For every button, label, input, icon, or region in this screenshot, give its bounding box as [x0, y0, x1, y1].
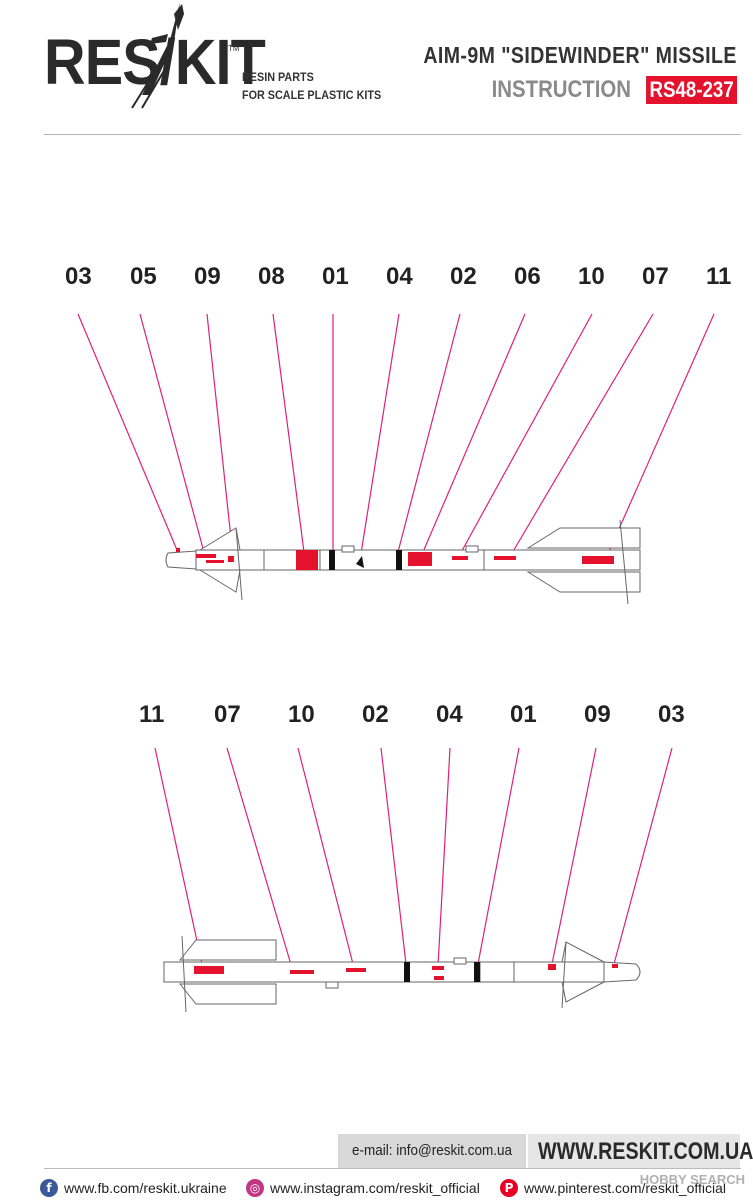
instagram-link[interactable]: ◎ www.instagram.com/reskit_official: [246, 1178, 480, 1198]
bottom-leader-lines: [154, 747, 673, 969]
top-callout-label: 05: [130, 263, 157, 290]
top-callout-label: 03: [65, 263, 92, 290]
top-leader-line: [206, 313, 233, 549]
instruction-label: INSTRUCTION: [491, 76, 631, 103]
bottom-leader-line: [297, 747, 355, 969]
top-leader-line: [507, 313, 654, 561]
footer-divider: [44, 1168, 741, 1169]
bottom-callout-label: 09: [584, 701, 611, 728]
bottom-leader-line: [226, 747, 293, 969]
header-divider: [44, 134, 741, 135]
top-callout-label: 07: [642, 263, 669, 290]
instagram-icon: ◎: [246, 1179, 264, 1197]
top-leader-line: [139, 313, 206, 557]
top-callout-label: 10: [578, 263, 605, 290]
bottom-missile-drawing: [163, 935, 641, 1013]
page-header: RES/KIT TM RESIN PARTS FOR SCALE PLASTIC…: [0, 0, 753, 136]
top-leader-line: [397, 313, 461, 553]
pinterest-link[interactable]: P www.pinterest.com/reskit_official: [500, 1178, 726, 1198]
black-band: [396, 550, 402, 570]
bottom-leader-line: [437, 747, 451, 967]
black-band: [329, 550, 335, 570]
bottom-callout-label: 02: [362, 701, 389, 728]
top-callout-label: 01: [322, 263, 349, 290]
instagram-url: www.instagram.com/reskit_official: [270, 1180, 480, 1196]
bottom-callout-label: 10: [288, 701, 315, 728]
bottom-callout-labels: 11 07 10 02 04 01 09 03: [139, 701, 685, 728]
bottom-callout-label: 04: [436, 701, 463, 728]
brand-logo: RES/KIT: [44, 26, 266, 98]
top-leader-line: [359, 313, 400, 561]
product-code-badge: RS48-237: [645, 76, 737, 104]
top-leader-line: [77, 313, 178, 551]
red-decal: [194, 964, 618, 980]
top-leader-line: [272, 313, 305, 553]
facebook-icon: f: [40, 1179, 58, 1197]
top-leader-line: [457, 313, 593, 559]
top-callout-label: 11: [706, 263, 731, 290]
red-decal: [176, 548, 614, 570]
top-leader-lines: [77, 313, 715, 561]
top-callout-label: 04: [386, 263, 413, 290]
top-callout-label: 08: [258, 263, 285, 290]
bottom-leader-line: [477, 747, 520, 965]
tagline-line-2: FOR SCALE PLASTIC KITS: [242, 88, 382, 102]
contact-email[interactable]: e-mail: info@reskit.com.ua: [352, 1142, 513, 1159]
bottom-callout-label: 01: [510, 701, 537, 728]
tagline-line-1: RESIN PARTS: [242, 70, 314, 84]
bottom-leader-line: [380, 747, 407, 965]
bottom-leader-line: [613, 747, 673, 965]
bottom-leader-line: [154, 747, 203, 965]
jet-logo-icon: [131, 2, 184, 109]
facebook-url: www.fb.com/reskit.ukraine: [64, 1180, 227, 1196]
bottom-callout-label: 03: [658, 701, 685, 728]
top-callout-label: 02: [450, 263, 477, 290]
top-callout-label: 09: [194, 263, 221, 290]
pinterest-url: www.pinterest.com/reskit_official: [524, 1180, 727, 1196]
top-leader-line: [422, 313, 526, 553]
pinterest-icon: P: [500, 1179, 518, 1197]
bottom-callout-label: 07: [214, 701, 241, 728]
website-box: [528, 1134, 740, 1168]
top-callout-label: 06: [514, 263, 541, 290]
email-box: [338, 1134, 526, 1168]
page-title: AIM-9M "SIDEWINDER" MISSILE: [423, 42, 737, 68]
black-band: [474, 962, 480, 982]
watermark: HOBBY SEARCH: [639, 1172, 745, 1187]
top-missile-drawing: [165, 519, 641, 605]
black-band: [404, 962, 410, 982]
facebook-link[interactable]: f www.fb.com/reskit.ukraine: [40, 1178, 227, 1198]
top-callout-labels: 03 05 09 08 01 04 02 06 10 07 11: [65, 263, 731, 290]
bottom-leader-line: [551, 747, 597, 965]
top-leader-line: [606, 313, 715, 557]
website-link[interactable]: WWW.RESKIT.COM.UA: [538, 1138, 753, 1165]
trademark-mark: TM: [228, 44, 240, 53]
bottom-callout-label: 11: [139, 701, 164, 728]
